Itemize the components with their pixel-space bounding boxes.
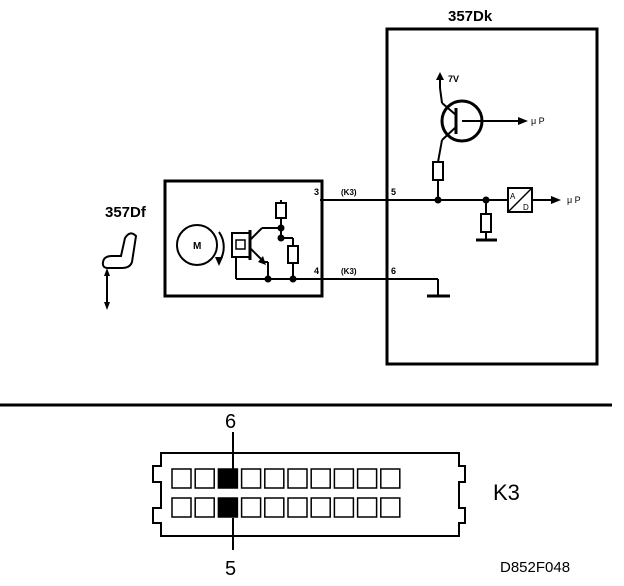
- connector-pin: [356, 497, 378, 518]
- ecu-transistor: [436, 72, 528, 143]
- wire-bottom-connector-tag: (K3): [341, 267, 357, 276]
- seat-shunt-resistor: [287, 245, 299, 264]
- connector-pin-highlighted: [217, 497, 239, 518]
- figure-id: D852F048: [500, 559, 570, 576]
- connector-pin: [264, 497, 285, 518]
- connector-pin: [380, 468, 401, 489]
- pin-label-top: 6: [225, 411, 236, 433]
- connector-k3: [152, 452, 466, 537]
- connector-pin: [310, 468, 331, 489]
- ecu-base-resistor: [432, 161, 444, 181]
- connector-name: K3: [493, 480, 520, 505]
- connector-pin: [333, 468, 355, 489]
- seat-pin-top: 3: [314, 187, 319, 197]
- svg-text:M: M: [193, 241, 201, 252]
- seat-module-label: 357Df: [105, 204, 147, 221]
- up-output-top-label: μ P: [531, 116, 545, 126]
- adc-block: A D: [507, 187, 533, 213]
- connector-pin: [264, 468, 285, 489]
- ecu-box: [385, 27, 599, 366]
- connector-pin: [310, 497, 331, 518]
- connector-pin: [171, 497, 192, 518]
- connector-pin: [240, 468, 262, 489]
- ecu-label: 357Dk: [448, 8, 493, 25]
- supply-voltage-label: 7V: [448, 74, 459, 84]
- ecu-pulldown-resistor: [480, 213, 492, 233]
- ecu-pin-top: 5: [391, 187, 396, 197]
- connector-pin: [194, 497, 215, 518]
- connector-pin-grid: [171, 468, 401, 518]
- pin-label-bottom: 5: [225, 558, 236, 580]
- seat-pin-bottom: 4: [314, 266, 319, 276]
- seat-module-box: [163, 179, 324, 298]
- connector-pin: [194, 468, 215, 489]
- connector-pin: [287, 468, 308, 489]
- ecu-pin-bottom: 6: [391, 266, 396, 276]
- connector-pin: [287, 497, 308, 518]
- connector-pin: [333, 497, 355, 518]
- seat-sensor: [231, 227, 281, 265]
- motor-symbol: M: [176, 224, 225, 266]
- svg-text:A: A: [510, 192, 516, 201]
- connector-pin-highlighted: [217, 468, 239, 489]
- svg-text:D: D: [523, 203, 529, 212]
- connector-pin: [240, 497, 262, 518]
- seat-series-resistor: [275, 202, 287, 219]
- connector-pin: [356, 468, 378, 489]
- connector-pin: [380, 497, 401, 518]
- up-output-right-label: μ P: [567, 195, 581, 205]
- seat-icon: [101, 232, 138, 310]
- wire-top-connector-tag: (K3): [341, 188, 357, 197]
- connector-pin: [171, 468, 192, 489]
